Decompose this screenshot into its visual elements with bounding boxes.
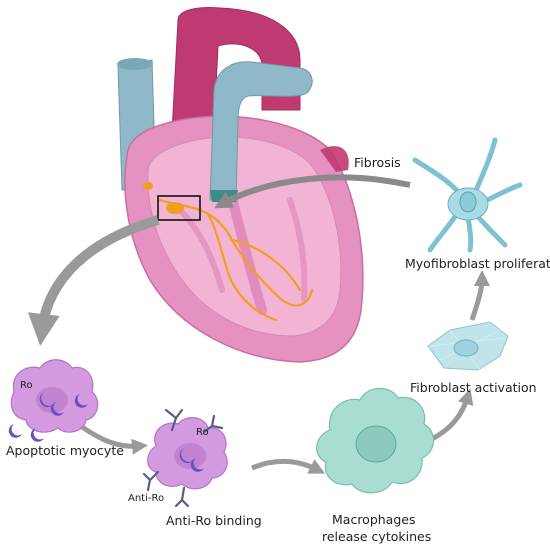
anti-ro-label: Anti-Ro [128,493,164,504]
ro-label-bound: Ro [196,427,209,438]
myofibroblast-label: Myofibroblast proliferation [405,256,550,271]
apoptotic-myocyte-label: Apoptotic myocyte [6,443,124,458]
av-node-highlight-box [157,195,201,221]
fibroblast-cell [427,321,509,371]
myocyte-to-antiro-arrow [76,421,148,455]
myofibroblast-cell [412,137,523,253]
macrophage-cell [316,387,435,494]
antiro-bound-cell [147,417,228,490]
macrophage-to-fibroblast-arrow [428,388,474,443]
ro-label-myocyte: Ro [20,380,33,391]
fibrosis-label: Fibrosis [354,155,401,170]
pulmonary-artery [209,61,313,201]
fibroblast-to-myofibroblast-arrow [469,270,490,321]
heart [117,7,364,363]
antibody-y-shape [142,408,224,508]
macrophages-label-line1: Macrophages [332,512,415,527]
macrophages-label-line2: release cytokines [322,529,431,544]
heart-to-myocyte-arrow [27,215,160,346]
anti-ro-binding-label: Anti-Ro binding [166,513,262,528]
conduction-system [158,198,314,322]
fibrosis-arrow [214,174,411,209]
antiro-to-macrophage-arrow [251,458,326,474]
av-node [166,202,184,214]
sa-node [143,182,153,190]
apoptotic-myocyte-cell [8,359,99,442]
fibroblast-activation-label: Fibroblast activation [410,380,537,395]
